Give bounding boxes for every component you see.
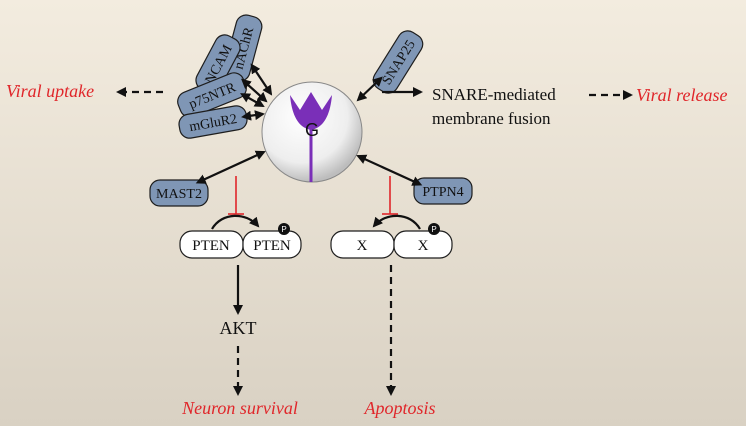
x-right-label: X <box>418 238 429 254</box>
snare-line1: SNARE-mediated <box>432 85 556 104</box>
viral-uptake-label: Viral uptake <box>6 81 94 101</box>
apoptosis-label: Apoptosis <box>363 398 435 418</box>
center-label: G <box>305 120 319 140</box>
phospho-x-label: P <box>431 225 436 234</box>
ptpn4-box <box>413 177 473 205</box>
mast2-box <box>149 179 209 207</box>
inhibition-left <box>228 176 244 215</box>
akt-label: AKT <box>220 318 257 338</box>
inhibition-right <box>382 176 398 215</box>
pten-phosphorylated <box>242 230 302 259</box>
pten-right-label: PTEN <box>253 238 291 254</box>
phospho-pten <box>278 223 290 235</box>
receptor-mglur2: mGluR2 <box>178 105 248 139</box>
receptor-snap25: SNAP25 <box>372 30 424 94</box>
x-left-label: X <box>357 238 368 254</box>
snare-line2: membrane fusion <box>432 109 551 128</box>
neuron-survival-label: Neuron survival <box>181 398 298 418</box>
mast2-label: MAST2 <box>156 187 202 202</box>
phospho-x <box>428 223 440 235</box>
g-protein-head-icon <box>290 92 332 130</box>
x-phosphorylated <box>393 230 453 259</box>
pten-left-label: PTEN <box>192 238 230 254</box>
phospho-pten-label: P <box>281 225 286 234</box>
ptpn4-label: PTPN4 <box>422 185 463 200</box>
g-glycoprotein: G <box>261 81 363 183</box>
viral-release-label: Viral release <box>636 85 727 105</box>
